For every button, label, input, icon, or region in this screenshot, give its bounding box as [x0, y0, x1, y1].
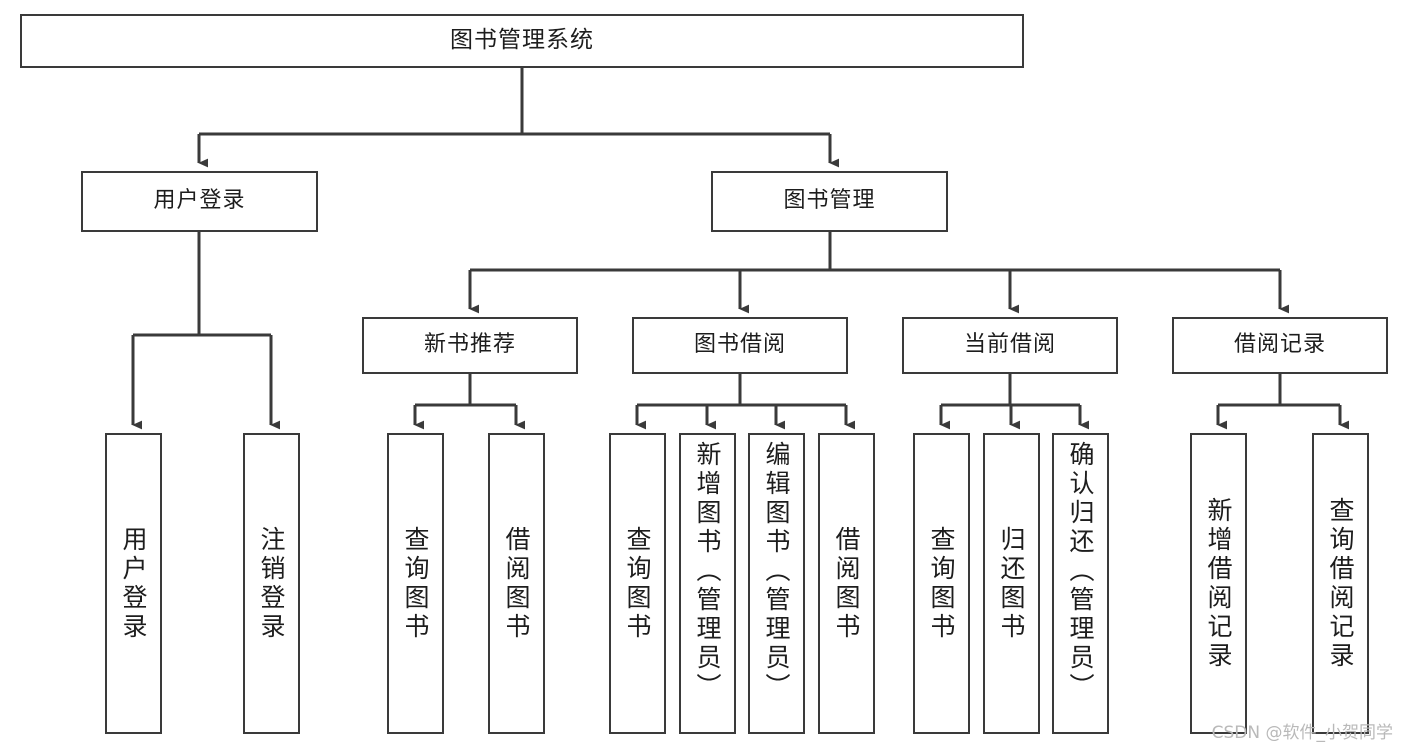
node-leaf-logout-label: 注销登录: [257, 525, 286, 642]
node-user-login[interactable]: 用户登录: [81, 171, 318, 232]
node-leaf-query-record-label: 查询借阅记录: [1326, 496, 1355, 671]
node-book-manage[interactable]: 图书管理: [711, 171, 948, 232]
node-book-manage-label: 图书管理: [783, 188, 876, 214]
node-borrow-record[interactable]: 借阅记录: [1172, 317, 1388, 374]
node-leaf-add-book[interactable]: 新增图书（管理员）: [679, 433, 736, 734]
node-leaf-confirm-return[interactable]: 确认归还（管理员）: [1052, 433, 1109, 734]
node-leaf-user-login[interactable]: 用户登录: [105, 433, 162, 734]
node-leaf-add-record-label: 新增借阅记录: [1204, 496, 1233, 671]
node-current-borrow-label: 当前借阅: [963, 332, 1056, 358]
node-leaf-return-book-label: 归还图书: [997, 525, 1026, 642]
node-user-login-label: 用户登录: [153, 188, 246, 214]
node-leaf-borrow-book-2-label: 借阅图书: [832, 525, 861, 642]
node-leaf-logout[interactable]: 注销登录: [243, 433, 300, 734]
node-new-book-rec-label: 新书推荐: [423, 332, 516, 358]
node-borrow-record-label: 借阅记录: [1233, 332, 1326, 358]
node-leaf-query-book-3-label: 查询图书: [927, 525, 956, 642]
node-leaf-borrow-book-1-label: 借阅图书: [502, 525, 531, 642]
node-leaf-edit-book[interactable]: 编辑图书（管理员）: [748, 433, 805, 734]
node-leaf-query-book-2-label: 查询图书: [623, 525, 652, 642]
node-leaf-query-book-3[interactable]: 查询图书: [913, 433, 970, 734]
node-book-borrow-label: 图书借阅: [693, 332, 786, 358]
node-leaf-query-book-2[interactable]: 查询图书: [609, 433, 666, 734]
node-leaf-borrow-book-2[interactable]: 借阅图书: [818, 433, 875, 734]
node-leaf-edit-book-label: 编辑图书（管理员）: [762, 441, 791, 702]
node-leaf-query-book-1[interactable]: 查询图书: [387, 433, 444, 734]
node-leaf-confirm-return-label: 确认归还（管理员）: [1066, 441, 1095, 702]
node-book-borrow[interactable]: 图书借阅: [632, 317, 848, 374]
node-current-borrow[interactable]: 当前借阅: [902, 317, 1118, 374]
node-leaf-return-book[interactable]: 归还图书: [983, 433, 1040, 734]
node-leaf-borrow-book-1[interactable]: 借阅图书: [488, 433, 545, 734]
node-leaf-user-login-label: 用户登录: [119, 525, 148, 642]
node-leaf-add-record[interactable]: 新增借阅记录: [1190, 433, 1247, 734]
node-root-label: 图书管理系统: [450, 27, 594, 54]
node-new-book-rec[interactable]: 新书推荐: [362, 317, 578, 374]
node-leaf-query-book-1-label: 查询图书: [401, 525, 430, 642]
node-leaf-add-book-label: 新增图书（管理员）: [693, 441, 722, 702]
node-leaf-query-record[interactable]: 查询借阅记录: [1312, 433, 1369, 734]
node-root[interactable]: 图书管理系统: [20, 14, 1024, 68]
